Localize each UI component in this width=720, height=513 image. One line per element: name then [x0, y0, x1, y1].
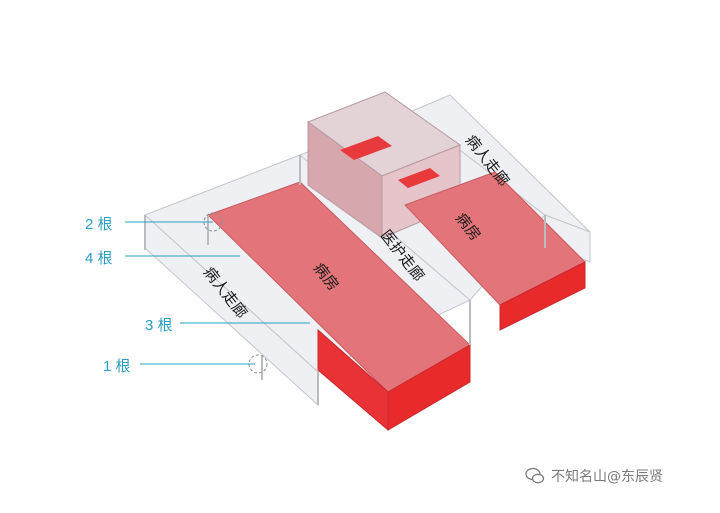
callout-label-1: 1 根 — [103, 358, 131, 375]
callout-label-2: 2 根 — [85, 216, 113, 233]
upper-block — [306, 91, 462, 239]
ward-left — [207, 181, 471, 432]
callout-lines — [125, 221, 310, 365]
callout-circles — [203, 212, 268, 374]
watermark: 不知名山@东辰贤 — [525, 465, 663, 487]
ward-right — [404, 171, 586, 331]
ward-right-side — [499, 261, 586, 331]
upper-red-slot-2 — [398, 168, 440, 188]
callout-label-3: 3 根 — [145, 317, 173, 334]
watermark-text: 不知名山@东辰贤 — [551, 469, 663, 485]
upper-red-slot-1 — [340, 136, 392, 160]
ward-left-side — [387, 344, 471, 431]
callout-label-4: 4 根 — [85, 250, 113, 267]
chat-bubbles-icon — [525, 467, 545, 484]
callout-circle — [203, 212, 223, 232]
column-posts — [144, 155, 546, 405]
callout-circle — [248, 354, 268, 374]
